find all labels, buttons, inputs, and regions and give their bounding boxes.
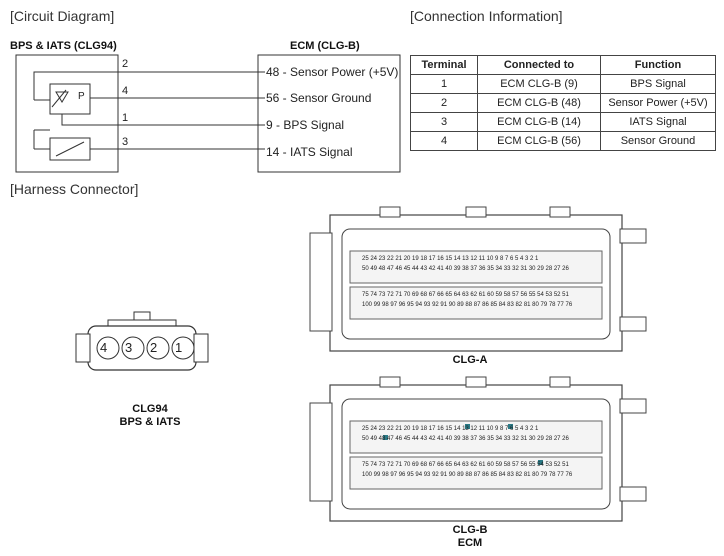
ecm-pin-label: 9 - BPS Signal <box>266 118 345 132</box>
clg-a-caption: CLG-A <box>452 354 488 366</box>
ecm-pin-label: 56 - Sensor Ground <box>266 91 372 105</box>
table-cell: 3 <box>410 112 478 132</box>
clg94-name: CLG94 <box>132 403 168 415</box>
connector-pin-2 <box>146 336 170 360</box>
table-cell: ECM CLG-B (9) <box>477 74 601 94</box>
sensor-title: BPS & IATS (CLG94) <box>10 40 117 52</box>
ecm-pin-label: 48 - Sensor Power (+5V) <box>266 65 399 79</box>
table-row: 4 ECM CLG-B (56) Sensor Ground <box>410 131 716 151</box>
clg-b-pin-row: 25 24 23 22 21 20 19 18 17 16 15 14 13 1… <box>362 426 539 432</box>
wire-sensor-power <box>33 71 265 100</box>
table-header: Terminal <box>410 55 478 75</box>
table-cell: 2 <box>410 93 478 113</box>
sensor-pin-label: 2 <box>122 58 129 70</box>
table-header: Connected to <box>477 55 601 75</box>
connector-pin-number: 3 <box>125 340 133 355</box>
clg-b-pin-row: 50 49 48 47 46 45 44 43 42 41 40 39 38 3… <box>362 436 569 442</box>
table-cell: 1 <box>410 74 478 94</box>
table-cell: IATS Signal <box>600 112 716 132</box>
circuit-diagram <box>15 54 401 173</box>
highlight-pin-56 <box>538 460 543 465</box>
sensor-pin-label: 4 <box>122 85 129 97</box>
table-header: Function <box>600 55 716 75</box>
connection-table: Terminal Connected to Function 1 ECM CLG… <box>410 55 716 151</box>
table-header-row: Terminal Connected to Function <box>410 55 716 75</box>
table-cell: BPS Signal <box>600 74 716 94</box>
connector-pin-3 <box>121 336 145 360</box>
sensor-pin-label: 3 <box>122 136 129 148</box>
table-cell: ECM CLG-B (56) <box>477 131 601 151</box>
sensor-box <box>15 54 119 173</box>
highlight-pin-14 <box>465 424 470 429</box>
table-cell: ECM CLG-B (48) <box>477 93 601 113</box>
table-row: 2 ECM CLG-B (48) Sensor Power (+5V) <box>410 93 716 113</box>
sensor-pin-label: 1 <box>122 112 129 124</box>
connector-pin-number: 2 <box>150 340 158 355</box>
wire-bps-signal <box>61 114 265 126</box>
connection-info-heading: [Connection Information] <box>410 8 563 24</box>
ecm-box <box>257 54 401 173</box>
pressure-sensor-element <box>49 83 91 115</box>
table-cell: ECM CLG-B (14) <box>477 112 601 132</box>
table-cell: 4 <box>410 131 478 151</box>
clg-a-pin-row: 25 24 23 22 21 20 19 18 17 16 15 14 13 1… <box>362 256 539 262</box>
pressure-symbol: P <box>78 91 85 102</box>
table-row: 1 ECM CLG-B (9) BPS Signal <box>410 74 716 94</box>
clg94-connector-drawing <box>75 311 209 371</box>
table-row: 3 ECM CLG-B (14) IATS Signal <box>410 112 716 132</box>
connector-pin-number: 1 <box>175 340 183 355</box>
table-cell: Sensor Power (+5V) <box>600 93 716 113</box>
clg-a-pin-row: 100 99 98 97 96 95 94 93 92 91 90 89 88 … <box>362 302 573 308</box>
connector-pin-number: 4 <box>100 340 108 355</box>
clg-b-pin-row: 100 99 98 97 96 95 94 93 92 91 90 89 88 … <box>362 472 573 478</box>
clg94-label: BPS & IATS <box>119 416 181 428</box>
ecm-pin-label: 14 - IATS Signal <box>266 145 353 159</box>
table-cell: Sensor Ground <box>600 131 716 151</box>
clg-b-pin-row: 75 74 73 72 71 70 69 68 67 66 65 64 63 6… <box>362 462 569 468</box>
highlight-pin-9 <box>508 424 513 429</box>
connector-pin-1 <box>171 336 195 360</box>
harness-connector-heading: [Harness Connector] <box>10 181 139 197</box>
circuit-diagram-heading: [Circuit Diagram] <box>10 8 115 24</box>
clg-a-pin-row: 75 74 73 72 71 70 69 68 67 66 65 64 63 6… <box>362 292 569 298</box>
clg-a-connector-drawing <box>309 206 647 352</box>
pressure-sensor-triangle <box>55 91 69 103</box>
clg-b-connector-drawing <box>309 376 647 522</box>
clg-a-pin-row: 50 49 48 47 46 45 44 43 42 41 40 39 38 3… <box>362 266 569 272</box>
clg-b-caption: CLG-B <box>452 524 488 536</box>
connector-pin-4 <box>96 336 120 360</box>
ecm-title: ECM (CLG-B) <box>290 40 360 52</box>
highlight-pin-48 <box>383 435 388 440</box>
clg-b-caption-ecm: ECM <box>457 537 483 549</box>
